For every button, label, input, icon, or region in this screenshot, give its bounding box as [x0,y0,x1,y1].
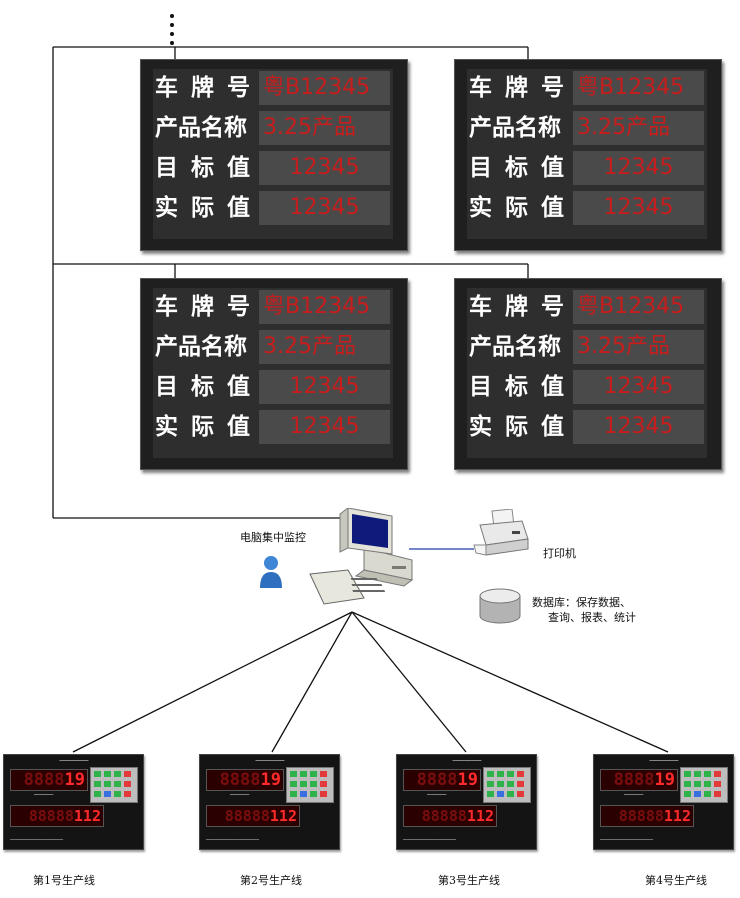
bottom-led-display: 88888112 [403,805,497,827]
board-row: 目标值 12345 [153,149,393,187]
led-board-3: 车牌号 粤B12345 产品名称 3.25产品 目标值 12345 实际值 12… [140,278,408,470]
board-row: 产品名称 3.25产品 [153,328,393,366]
row-label: 车牌号 [469,75,577,101]
keypad [680,767,728,803]
database-icon [479,588,521,624]
row-value: 3.25产品 [573,330,704,364]
database-note-line1: 数据库：保存数据、 [532,596,631,609]
line-controller-1: ━━━━━━━━━━━━ 888819 ━━━━━━━━ 88888112 ━━… [3,754,144,850]
bottom-led-display: 88888112 [600,805,694,827]
row-value: 12345 [573,370,704,404]
board-row: 产品名称 3.25产品 [467,109,707,147]
row-value: 粤B12345 [573,290,704,324]
keypad [483,767,531,803]
controller-title: ━━━━━━━━━━━━ [649,758,679,763]
row-value: 3.25产品 [573,111,704,145]
row-value: 12345 [259,370,390,404]
keypad [90,767,138,803]
row-label: 实际值 [155,195,263,221]
board-row: 产品名称 3.25产品 [153,109,393,147]
led-board-1: 车牌号 粤B12345 产品名称 3.25产品 目标值 12345 实际值 12… [140,59,408,251]
printer-label: 打印机 [543,547,576,560]
controller-sublabel: ━━━━━━━━ [427,792,447,797]
board-row: 车牌号 粤B12345 [153,69,393,107]
controller-footer: ━━━━━━━━━━━━━━━━━━━━━━ [206,837,259,842]
row-label: 车牌号 [155,75,263,101]
controller-title: ━━━━━━━━━━━━ [452,758,482,763]
row-value: 3.25产品 [259,111,390,145]
row-label: 产品名称 [155,334,247,360]
line-caption-2: 第2号生产线 [240,874,302,887]
board-row: 目标值 12345 [467,368,707,406]
board-row: 车牌号 粤B12345 [467,288,707,326]
controller-sublabel: ━━━━━━━━ [624,792,644,797]
row-label: 目标值 [155,374,263,400]
board-row: 车牌号 粤B12345 [467,69,707,107]
row-label: 目标值 [155,155,263,181]
board-row: 目标值 12345 [467,149,707,187]
controller-footer: ━━━━━━━━━━━━━━━━━━━━━━ [600,837,653,842]
row-label: 产品名称 [469,334,561,360]
line-caption-3: 第3号生产线 [438,874,500,887]
top-led-display: 888819 [206,769,284,791]
board-row: 实际值 12345 [153,189,393,227]
controller-sublabel: ━━━━━━━━ [230,792,250,797]
row-label: 实际值 [469,414,577,440]
row-value: 12345 [259,410,390,444]
keypad [286,767,334,803]
board-row: 实际值 12345 [467,189,707,227]
led-board-2: 车牌号 粤B12345 产品名称 3.25产品 目标值 12345 实际值 12… [454,59,722,251]
row-value: 12345 [573,410,704,444]
row-label: 目标值 [469,155,577,181]
computer-icon [309,508,414,605]
computer-label: 电脑集中监控 [240,531,306,544]
row-value: 12345 [259,151,390,185]
line-controller-2: ━━━━━━━━━━━━ 888819 ━━━━━━━━ 88888112 ━━… [199,754,340,850]
line-caption-1: 第1号生产线 [33,874,95,887]
controller-footer: ━━━━━━━━━━━━━━━━━━━━━━ [10,837,63,842]
row-value: 3.25产品 [259,330,390,364]
controller-title: ━━━━━━━━━━━━ [255,758,285,763]
controller-footer: ━━━━━━━━━━━━━━━━━━━━━━ [403,837,456,842]
top-led-display: 888819 [10,769,88,791]
line-caption-4: 第4号生产线 [645,874,707,887]
row-value: 粤B12345 [573,71,704,105]
continuation-dots [170,14,176,50]
row-value: 12345 [573,191,704,225]
top-led-display: 888819 [600,769,678,791]
row-label: 产品名称 [155,115,247,141]
controller-title: ━━━━━━━━━━━━ [59,758,89,763]
row-label: 产品名称 [469,115,561,141]
row-label: 实际值 [469,195,577,221]
row-label: 车牌号 [155,294,263,320]
user-icon [260,556,282,588]
database-note-line2: 查询、报表、统计 [548,611,636,624]
row-value: 12345 [259,191,390,225]
line-controller-3: ━━━━━━━━━━━━ 888819 ━━━━━━━━ 88888112 ━━… [396,754,537,850]
bottom-led-display: 88888112 [10,805,104,827]
board-row: 目标值 12345 [153,368,393,406]
row-value: 粤B12345 [259,71,390,105]
row-label: 车牌号 [469,294,577,320]
row-value: 12345 [573,151,704,185]
top-led-display: 888819 [403,769,481,791]
controller-sublabel: ━━━━━━━━ [34,792,54,797]
board-row: 车牌号 粤B12345 [153,288,393,326]
board-row: 实际值 12345 [153,408,393,446]
board-row: 产品名称 3.25产品 [467,328,707,366]
row-value: 粤B12345 [259,290,390,324]
row-label: 实际值 [155,414,263,440]
bottom-led-display: 88888112 [206,805,300,827]
row-label: 目标值 [469,374,577,400]
board-row: 实际值 12345 [467,408,707,446]
line-controller-4: ━━━━━━━━━━━━ 888819 ━━━━━━━━ 88888112 ━━… [593,754,734,850]
printer-icon [473,509,529,556]
led-board-4: 车牌号 粤B12345 产品名称 3.25产品 目标值 12345 实际值 12… [454,278,722,470]
